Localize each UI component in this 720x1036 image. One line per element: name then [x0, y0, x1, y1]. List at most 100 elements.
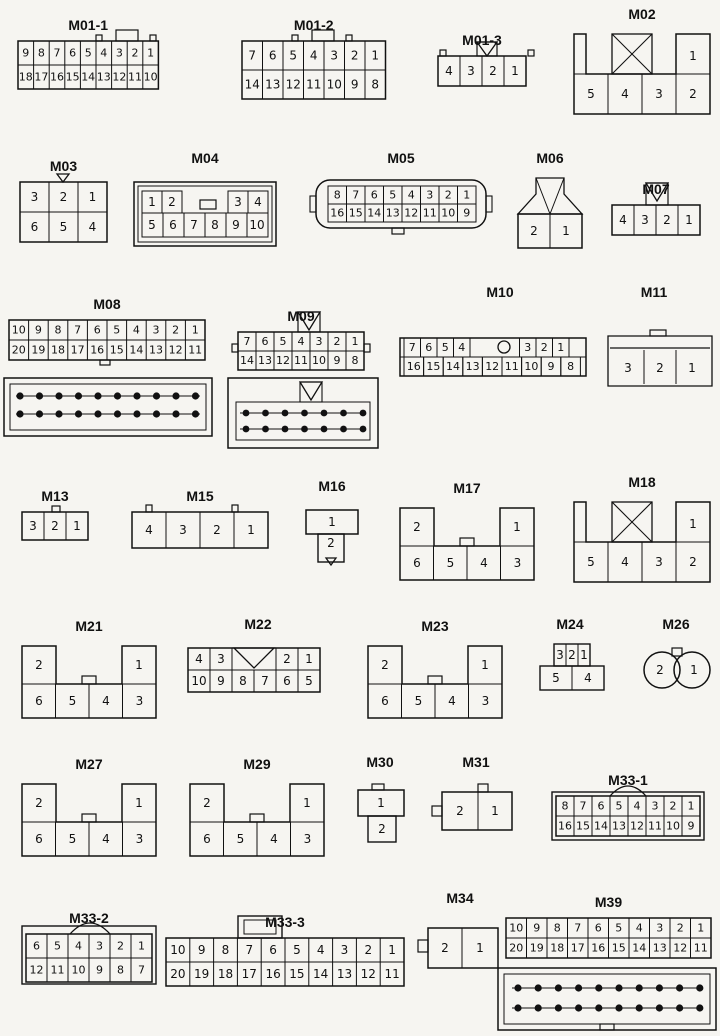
pin-label: 13 [258, 354, 272, 367]
pin-label: 19 [31, 344, 45, 357]
pin-label: 18 [218, 967, 233, 981]
latch-tab [51, 505, 61, 513]
latch-tab [311, 29, 335, 42]
pin-label: 16 [407, 360, 421, 373]
pin-label: 12 [404, 207, 418, 220]
pin-label: 2 [35, 796, 43, 810]
pin-label: 6 [203, 832, 211, 846]
terminal-inner [9, 383, 207, 431]
pin-label: 1 [689, 49, 697, 63]
pin-label: 9 [351, 78, 359, 92]
latch-tab [527, 49, 535, 57]
pin-label: 8 [567, 360, 574, 373]
side-latch [309, 195, 317, 213]
terminal-pin [281, 409, 289, 417]
pin-label: 3 [656, 922, 663, 935]
pin-label: 3 [641, 213, 649, 227]
pin-label: 1 [513, 520, 521, 534]
outer-housing [21, 925, 157, 985]
lock-box [611, 501, 653, 543]
pin-label: 2 [530, 224, 538, 238]
pin-label: 5 [60, 220, 68, 234]
latch-tab [231, 343, 239, 353]
pin-label: 1 [192, 324, 199, 337]
pin-label: 2 [168, 195, 176, 209]
pin-label: 5 [415, 694, 423, 708]
pin-label: 5 [54, 940, 61, 953]
pin-label: 13 [653, 942, 667, 955]
pin-label: 19 [530, 942, 544, 955]
pin-label: 8 [334, 189, 341, 202]
connector-label: M17 [453, 480, 480, 496]
latch-tab [371, 783, 385, 791]
pin-label: 6 [269, 49, 277, 63]
terminal-face [227, 377, 379, 449]
pin-label: 14 [313, 967, 328, 981]
pin-label: 11 [51, 964, 65, 977]
pin-label: 17 [242, 967, 257, 981]
latch-tab [671, 647, 683, 657]
terminal-pin [595, 1004, 603, 1012]
pin-label: 12 [112, 71, 126, 84]
pin-label: 15 [612, 942, 626, 955]
pin-label: 1 [491, 804, 499, 818]
latch-box [237, 915, 283, 939]
pin-label: 7 [244, 335, 251, 348]
connector-label: M08 [93, 296, 120, 312]
terminal-pin [696, 1004, 704, 1012]
plug-body [367, 815, 397, 843]
pin-circle [643, 651, 681, 689]
pin-label: 6 [69, 47, 76, 60]
pin-label: 9 [198, 943, 206, 957]
pin-label: 5 [616, 800, 623, 813]
pin-label: 2 [441, 941, 449, 955]
pin-label: 1 [247, 523, 255, 537]
connector-label: M04 [191, 150, 218, 166]
pin-cell [560, 356, 581, 377]
pin-label: 1 [476, 941, 484, 955]
pin-label: 8 [38, 47, 45, 60]
pin-label: 10 [249, 218, 264, 232]
terminal-pin [635, 984, 643, 992]
pin-label: 14 [367, 207, 381, 220]
latch-tab [99, 359, 111, 366]
latch-wedge [644, 182, 670, 203]
pin-label: 6 [35, 832, 43, 846]
connector-housing [441, 791, 513, 831]
terminal-pin [242, 425, 250, 433]
connector-label: M13 [41, 488, 68, 504]
pin-label: 2 [381, 658, 389, 672]
pin-label: 19 [194, 967, 209, 981]
pin-label: 10 [666, 820, 680, 833]
pin-label: 6 [169, 218, 177, 232]
connector-label: M01-1 [68, 17, 108, 33]
pin-label: 2 [456, 804, 464, 818]
pin-label: 6 [31, 220, 39, 234]
pin-label: 5 [280, 335, 287, 348]
terminal-pin [676, 1004, 684, 1012]
pin-label: 5 [69, 694, 77, 708]
pin-label: 3 [179, 523, 187, 537]
pin-label: 5 [552, 671, 560, 685]
pin-label: 6 [598, 800, 605, 813]
pin-label: 2 [568, 648, 576, 662]
lock-box [611, 33, 653, 75]
pin-label: 4 [636, 922, 643, 935]
connector-label: M01-2 [294, 17, 334, 33]
pin-label: 4 [458, 341, 465, 354]
pin-label: 4 [145, 523, 153, 537]
latch-tab [149, 34, 157, 42]
pin-label: 3 [655, 555, 663, 569]
latch-tab [291, 34, 299, 42]
latch-tab [199, 199, 217, 210]
latch-tab [599, 1023, 615, 1031]
pin-label: 12 [630, 820, 644, 833]
terminal-pin [55, 410, 63, 418]
pin-label: 8 [211, 218, 219, 232]
